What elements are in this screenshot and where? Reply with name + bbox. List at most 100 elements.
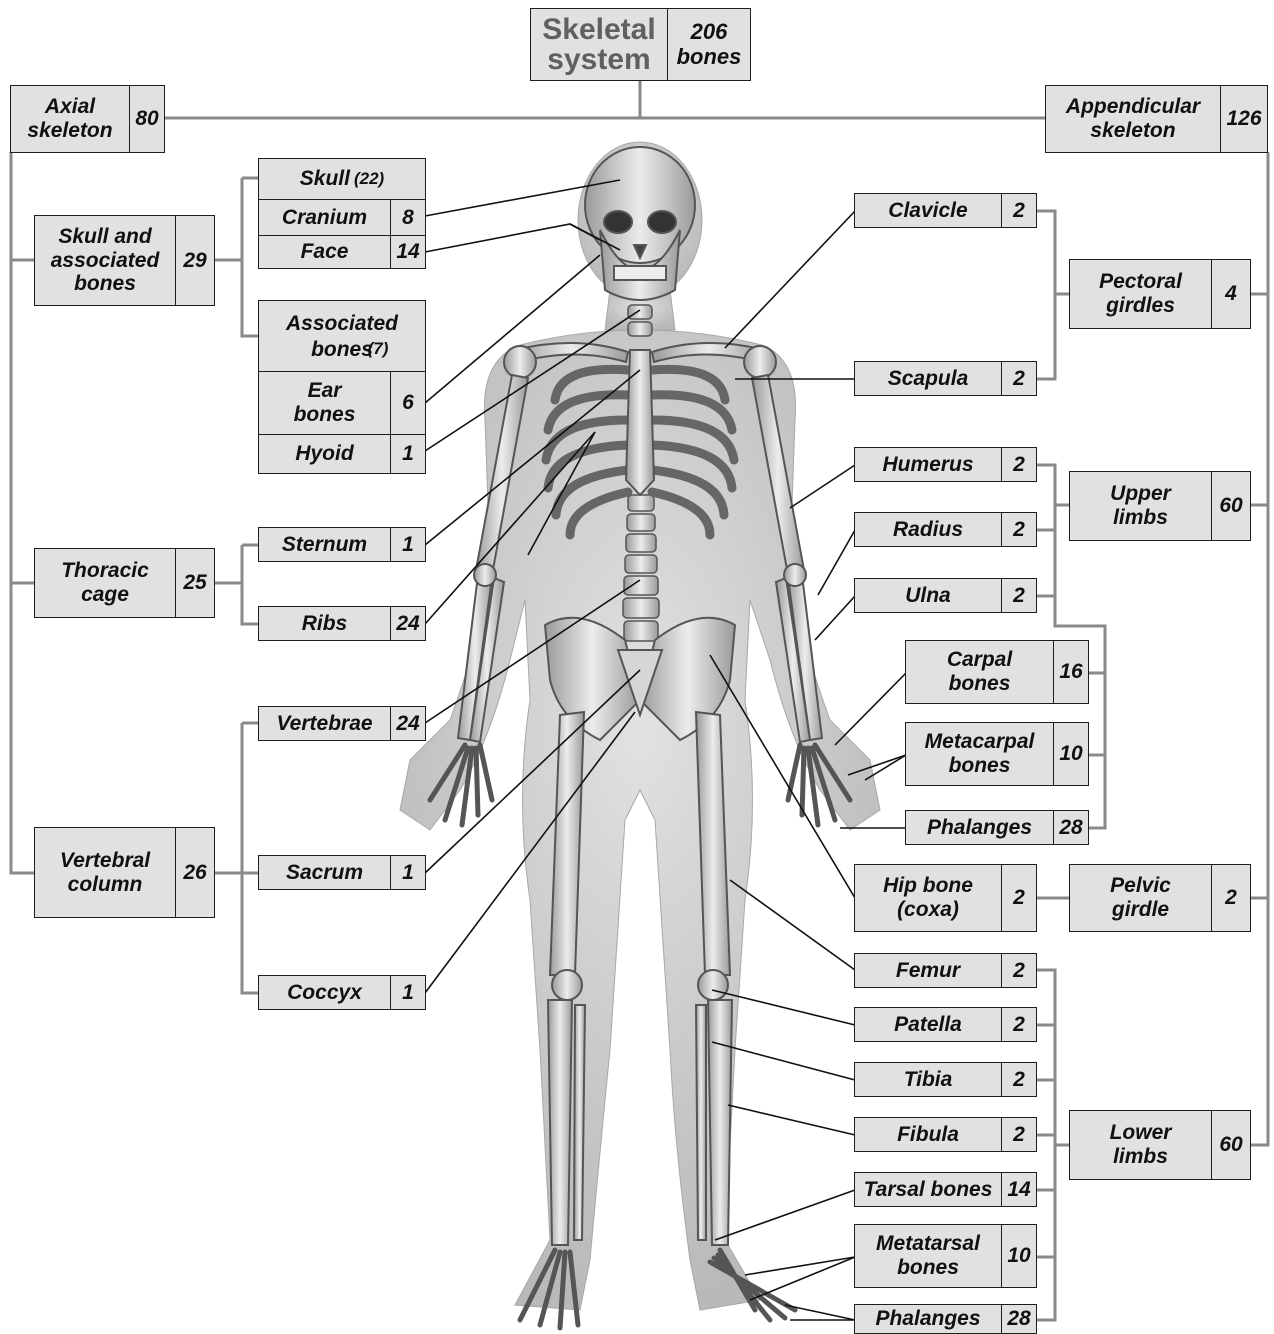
hip-bone-box: Hip bone (coxa) 2 — [854, 864, 1037, 932]
foot-phalanges-count: 28 — [1001, 1305, 1036, 1333]
ribs-label: Ribs — [259, 607, 390, 640]
fibula-box: Fibula 2 — [854, 1117, 1037, 1152]
vertebral-column-box: Vertebral column 26 — [34, 827, 215, 918]
coccyx-count: 1 — [390, 976, 425, 1009]
radius-label: Radius — [855, 513, 1001, 546]
hand-phalanges-count: 28 — [1053, 811, 1088, 844]
tibia-box: Tibia 2 — [854, 1062, 1037, 1097]
lower-limbs-box: Lower limbs 60 — [1069, 1110, 1251, 1180]
ribs-count: 24 — [390, 607, 425, 640]
humerus-label: Humerus — [855, 448, 1001, 481]
metatarsal-bones-count: 10 — [1001, 1225, 1036, 1287]
clavicle-label: Clavicle — [855, 194, 1001, 227]
tibia-label: Tibia — [855, 1063, 1001, 1096]
skull-count: (22) — [354, 168, 384, 191]
hand-phalanges-label: Phalanges — [906, 811, 1053, 844]
vertebral-column-label: Vertebral column — [35, 828, 175, 917]
coccyx-label: Coccyx — [259, 976, 390, 1009]
sacrum-label: Sacrum — [259, 856, 390, 889]
thoracic-cage-box: Thoracic cage 25 — [34, 548, 215, 618]
sternum-count: 1 — [390, 528, 425, 561]
associated-bones-group: Associated bones (7) Ear bones 6 Hyoid 1 — [258, 300, 426, 474]
scapula-box: Scapula 2 — [854, 361, 1037, 396]
tarsal-bones-box: Tarsal bones 14 — [854, 1172, 1037, 1207]
fibula-label: Fibula — [855, 1118, 1001, 1151]
skull-associated-box: Skull and associated bones 29 — [34, 215, 215, 306]
axial-skeleton-box: Axial skeleton 80 — [10, 85, 165, 153]
appendicular-skeleton-label: Appendicular skeleton — [1046, 86, 1220, 152]
tibia-count: 2 — [1001, 1063, 1036, 1096]
lower-limbs-count: 60 — [1211, 1111, 1250, 1179]
vertebrae-box: Vertebrae 24 — [258, 706, 426, 741]
patella-box: Patella 2 — [854, 1007, 1037, 1042]
metacarpal-bones-label: Metacarpal bones — [906, 723, 1053, 785]
scapula-count: 2 — [1001, 362, 1036, 395]
cranium-label: Cranium — [259, 200, 390, 235]
clavicle-count: 2 — [1001, 194, 1036, 227]
pelvic-girdle-label: Pelvic girdle — [1070, 865, 1211, 931]
pelvic-girdle-box: Pelvic girdle 2 — [1069, 864, 1251, 932]
fibula-count: 2 — [1001, 1118, 1036, 1151]
carpal-bones-count: 16 — [1053, 641, 1088, 703]
clavicle-box: Clavicle 2 — [854, 193, 1037, 228]
ribs-box: Ribs 24 — [258, 606, 426, 641]
hyoid-label: Hyoid — [259, 435, 390, 473]
hand-phalanges-box: Phalanges 28 — [905, 810, 1089, 845]
appendicular-skeleton-count: 126 — [1220, 86, 1267, 152]
metatarsal-bones-box: Metatarsal bones 10 — [854, 1224, 1037, 1288]
upper-limbs-count: 60 — [1211, 472, 1250, 540]
cranium-count: 8 — [390, 200, 425, 235]
patella-count: 2 — [1001, 1008, 1036, 1041]
face-count: 14 — [390, 236, 425, 268]
scapula-label: Scapula — [855, 362, 1001, 395]
sternum-label: Sternum — [259, 528, 390, 561]
thoracic-cage-label: Thoracic cage — [35, 549, 175, 617]
humerus-box: Humerus 2 — [854, 447, 1037, 482]
pectoral-girdles-box: Pectoral girdles 4 — [1069, 259, 1251, 329]
lower-limbs-label: Lower limbs — [1070, 1111, 1211, 1179]
pectoral-girdles-label: Pectoral girdles — [1070, 260, 1211, 328]
patella-label: Patella — [855, 1008, 1001, 1041]
face-label: Face — [259, 236, 390, 268]
skeletal-system-count: 206 bones — [667, 9, 750, 80]
sacrum-count: 1 — [390, 856, 425, 889]
metacarpal-bones-count: 10 — [1053, 723, 1088, 785]
foot-phalanges-label: Phalanges — [855, 1305, 1001, 1333]
metacarpal-bones-box: Metacarpal bones 10 — [905, 722, 1089, 786]
skeletal-system-label: Skeletal system — [531, 9, 667, 80]
upper-limbs-label: Upper limbs — [1070, 472, 1211, 540]
pelvic-girdle-count: 2 — [1211, 865, 1250, 931]
skeletal-system-box: Skeletal system 206 bones — [530, 8, 751, 81]
foot-phalanges-box: Phalanges 28 — [854, 1304, 1037, 1334]
femur-box: Femur 2 — [854, 953, 1037, 988]
humerus-count: 2 — [1001, 448, 1036, 481]
associated-bones-count: (7) — [368, 338, 389, 361]
metatarsal-bones-label: Metatarsal bones — [855, 1225, 1001, 1287]
skull-heading: Skull (22) — [259, 159, 425, 199]
femur-count: 2 — [1001, 954, 1036, 987]
pectoral-girdles-count: 4 — [1211, 260, 1250, 328]
ulna-count: 2 — [1001, 579, 1036, 612]
ulna-box: Ulna 2 — [854, 578, 1037, 613]
axial-skeleton-label: Axial skeleton — [11, 86, 129, 152]
femur-label: Femur — [855, 954, 1001, 987]
tarsal-bones-count: 14 — [1001, 1173, 1036, 1206]
sternum — [626, 350, 654, 495]
carpal-bones-label: Carpal bones — [906, 641, 1053, 703]
ear-bones-label: Ear bones — [259, 372, 390, 434]
vertebral-column-count: 26 — [175, 828, 214, 917]
coccyx-box: Coccyx 1 — [258, 975, 426, 1010]
axial-skeleton-count: 80 — [129, 86, 164, 152]
appendicular-skeleton-box: Appendicular skeleton 126 — [1045, 85, 1268, 153]
hyoid-count: 1 — [390, 435, 425, 473]
radius-count: 2 — [1001, 513, 1036, 546]
associated-bones-heading: Associated bones (7) — [259, 301, 425, 371]
tarsal-bones-label: Tarsal bones — [855, 1173, 1001, 1206]
skull-associated-label: Skull and associated bones — [35, 216, 175, 305]
sternum-box: Sternum 1 — [258, 527, 426, 562]
skull-group: Skull (22) Cranium 8 Face 14 — [258, 158, 426, 269]
radius-box: Radius 2 — [854, 512, 1037, 547]
ulna-label: Ulna — [855, 579, 1001, 612]
skull-associated-count: 29 — [175, 216, 214, 305]
